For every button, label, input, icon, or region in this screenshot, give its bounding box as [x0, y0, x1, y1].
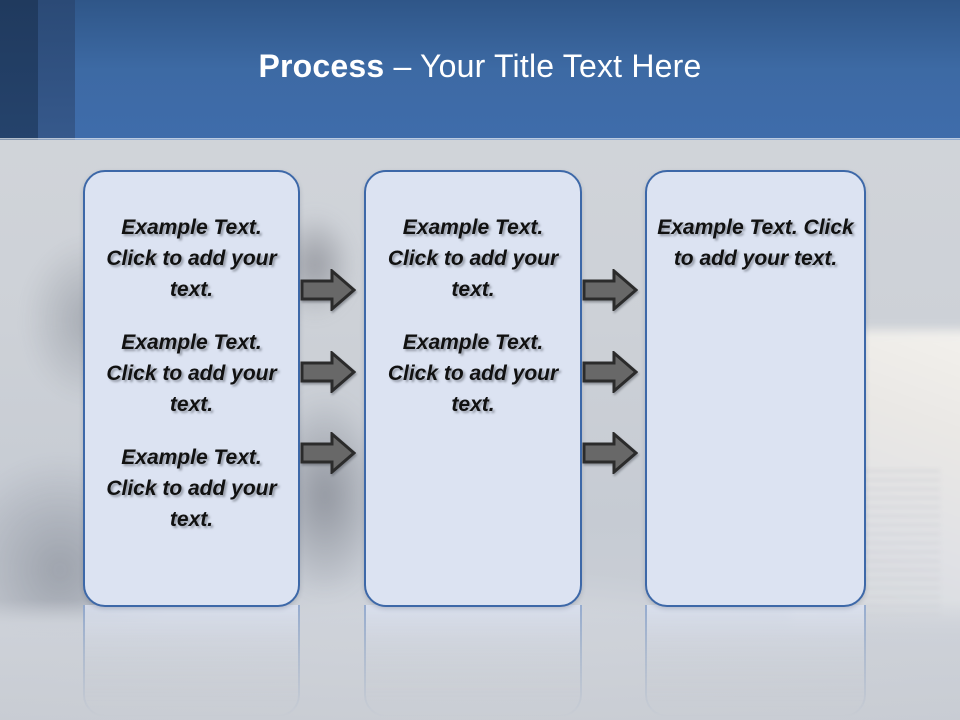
- slide-title: Process – Your Title Text Here: [0, 48, 960, 85]
- reflection-stage-2: [364, 605, 582, 717]
- right-arrow-icon[interactable]: [300, 269, 356, 311]
- right-arrow-icon[interactable]: [300, 351, 356, 393]
- reflection-stage-1: [83, 605, 300, 717]
- slide-title-rest: – Your Title Text Here: [384, 48, 702, 84]
- process-box-2-paragraph-2: Example Text. Click to add your text.: [387, 331, 559, 416]
- process-box-2-paragraph-1: Example Text. Click to add your text.: [387, 216, 559, 301]
- right-arrow-icon[interactable]: [582, 269, 638, 311]
- right-arrow-icon[interactable]: [582, 351, 638, 393]
- process-box-2-text: Example Text. Click to add your text. Ex…: [366, 212, 580, 420]
- header-accent-band-mid: [38, 0, 75, 140]
- process-box-1-paragraph-2: Example Text. Click to add your text.: [106, 331, 277, 416]
- process-box-3[interactable]: Example Text. Click to add your text.: [645, 170, 866, 607]
- right-arrow-icon[interactable]: [300, 432, 356, 474]
- header-background: [0, 0, 960, 140]
- slide-title-bold: Process: [258, 48, 385, 84]
- slide-header: Process – Your Title Text Here: [0, 0, 960, 140]
- process-box-3-text: Example Text. Click to add your text.: [647, 212, 864, 274]
- process-box-1-text: Example Text. Click to add your text. Ex…: [85, 212, 298, 535]
- process-box-1-paragraph-1: Example Text. Click to add your text.: [106, 216, 277, 301]
- right-arrow-icon[interactable]: [582, 432, 638, 474]
- process-box-1[interactable]: Example Text. Click to add your text. Ex…: [83, 170, 300, 607]
- process-box-1-paragraph-3: Example Text. Click to add your text.: [106, 446, 277, 531]
- process-box-2[interactable]: Example Text. Click to add your text. Ex…: [364, 170, 582, 607]
- process-box-3-paragraph-1: Example Text. Click to add your text.: [657, 216, 854, 270]
- header-accent-band-dark: [0, 0, 38, 140]
- reflection-stage-3: [645, 605, 866, 717]
- header-underline: [0, 138, 960, 140]
